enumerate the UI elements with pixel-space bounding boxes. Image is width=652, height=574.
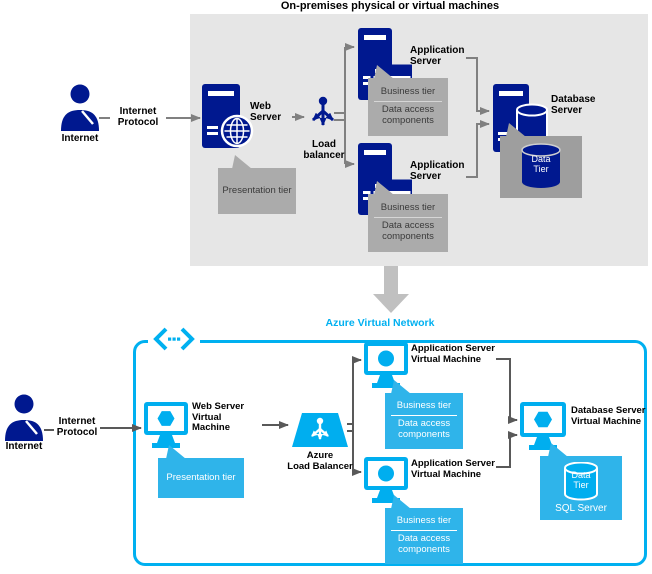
callout-tail <box>232 155 252 169</box>
callout-tail <box>391 495 411 509</box>
web-server-vm-label: Web Server Virtual Machine <box>192 401 262 434</box>
app-server-vm-line1: Application Server <box>411 458 495 469</box>
business-tier-label: Business tier <box>396 400 452 412</box>
app-server-vm-line2: Virtual Machine <box>411 468 482 480</box>
database-server-vm-label: Database Server Virtual Machine <box>571 405 647 427</box>
web-server-vm-line1: Web Server <box>192 401 245 412</box>
presentation-tier-label: Presentation tier <box>166 471 236 483</box>
data-tier-callout: Data Tier <box>500 123 582 198</box>
business-tier-label: Business tier <box>380 202 436 214</box>
data-access-label: Data access components <box>397 418 451 440</box>
callout-tail <box>548 443 568 457</box>
callout-divider <box>374 101 442 103</box>
down-arrow-icon <box>373 266 409 313</box>
data-access-label: Data access components <box>381 220 435 242</box>
internet-protocol-label: Internet Protocol <box>117 106 159 129</box>
sql-data-tier-cylinder-icon <box>564 461 598 501</box>
data-tier-label: Data Tier <box>531 154 551 174</box>
internet-label: Internet <box>61 133 99 144</box>
web-server-vm-icon <box>144 402 188 448</box>
internet-user-icon <box>61 84 99 131</box>
database-server-label: Database Server <box>551 94 596 117</box>
business-tier-label: Business tier <box>396 515 452 527</box>
database-server-vm-icon <box>520 402 566 450</box>
application-server-vm-label: Application Server Virtual Machine <box>411 458 501 480</box>
azure-lb-line2: Load Balancer <box>287 460 353 472</box>
business-tier-callout: Business tier Data access components <box>385 495 463 564</box>
data-access-label: Data access components <box>381 104 435 126</box>
data-tier-label: Data Tier <box>571 469 591 490</box>
callout-divider <box>374 217 442 219</box>
callout-tail <box>374 181 394 195</box>
data-tier-cylinder-icon <box>521 143 561 188</box>
callout-tail <box>374 65 394 79</box>
callout-tail <box>506 123 526 137</box>
web-server-vm-line2: Virtual Machine <box>192 411 231 434</box>
internet-protocol-label: Internet Protocol <box>56 416 98 439</box>
db-server-vm-line2: Virtual Machine <box>571 415 642 427</box>
app-server-vm-line1: Application Server <box>411 343 495 354</box>
web-server-label: Web Server <box>250 101 282 124</box>
business-tier-label: Business tier <box>380 86 436 98</box>
callout-divider <box>391 530 457 532</box>
internet-user-icon <box>5 394 43 441</box>
business-tier-callout: Business tier Data access components <box>385 380 463 449</box>
business-tier-callout: Business tier Data access components <box>368 65 448 136</box>
sql-server-label: SQL Server <box>555 502 607 514</box>
presentation-tier-callout: Presentation tier <box>218 155 296 214</box>
internet-label: Internet <box>5 441 43 452</box>
load-balancer-icon <box>311 96 335 126</box>
application-server-vm-icon <box>364 342 408 388</box>
application-server-label: Application Server <box>410 160 465 183</box>
business-tier-callout: Business tier Data access components <box>368 181 448 252</box>
application-server-label: Application Server <box>410 45 465 68</box>
azure-title: Azure Virtual Network <box>325 317 435 329</box>
presentation-tier-label: Presentation tier <box>222 184 292 196</box>
onprem-title: On-premises physical or virtual machines <box>280 0 500 12</box>
callout-divider <box>391 415 457 417</box>
sql-server-callout: Data Tier SQL Server <box>540 443 622 520</box>
callout-tail <box>166 445 186 459</box>
azure-virtual-network-box <box>133 340 647 566</box>
db-server-vm-line1: Database Server <box>571 405 646 416</box>
application-server-vm-icon <box>364 457 408 503</box>
azure-lb-line1: Azure <box>306 450 334 461</box>
virtual-network-icon <box>148 325 200 353</box>
azure-load-balancer-icon <box>292 413 348 447</box>
presentation-tier-callout: Presentation tier <box>158 445 244 498</box>
application-server-vm-label: Application Server Virtual Machine <box>411 343 501 365</box>
callout-tail <box>391 380 411 394</box>
data-access-label: Data access components <box>397 533 451 555</box>
web-server-icon <box>202 84 254 148</box>
azure-load-balancer-label: Azure Load Balancer <box>277 450 363 472</box>
load-balancer-label: Load balancer <box>303 139 345 162</box>
app-server-vm-line2: Virtual Machine <box>411 353 482 365</box>
